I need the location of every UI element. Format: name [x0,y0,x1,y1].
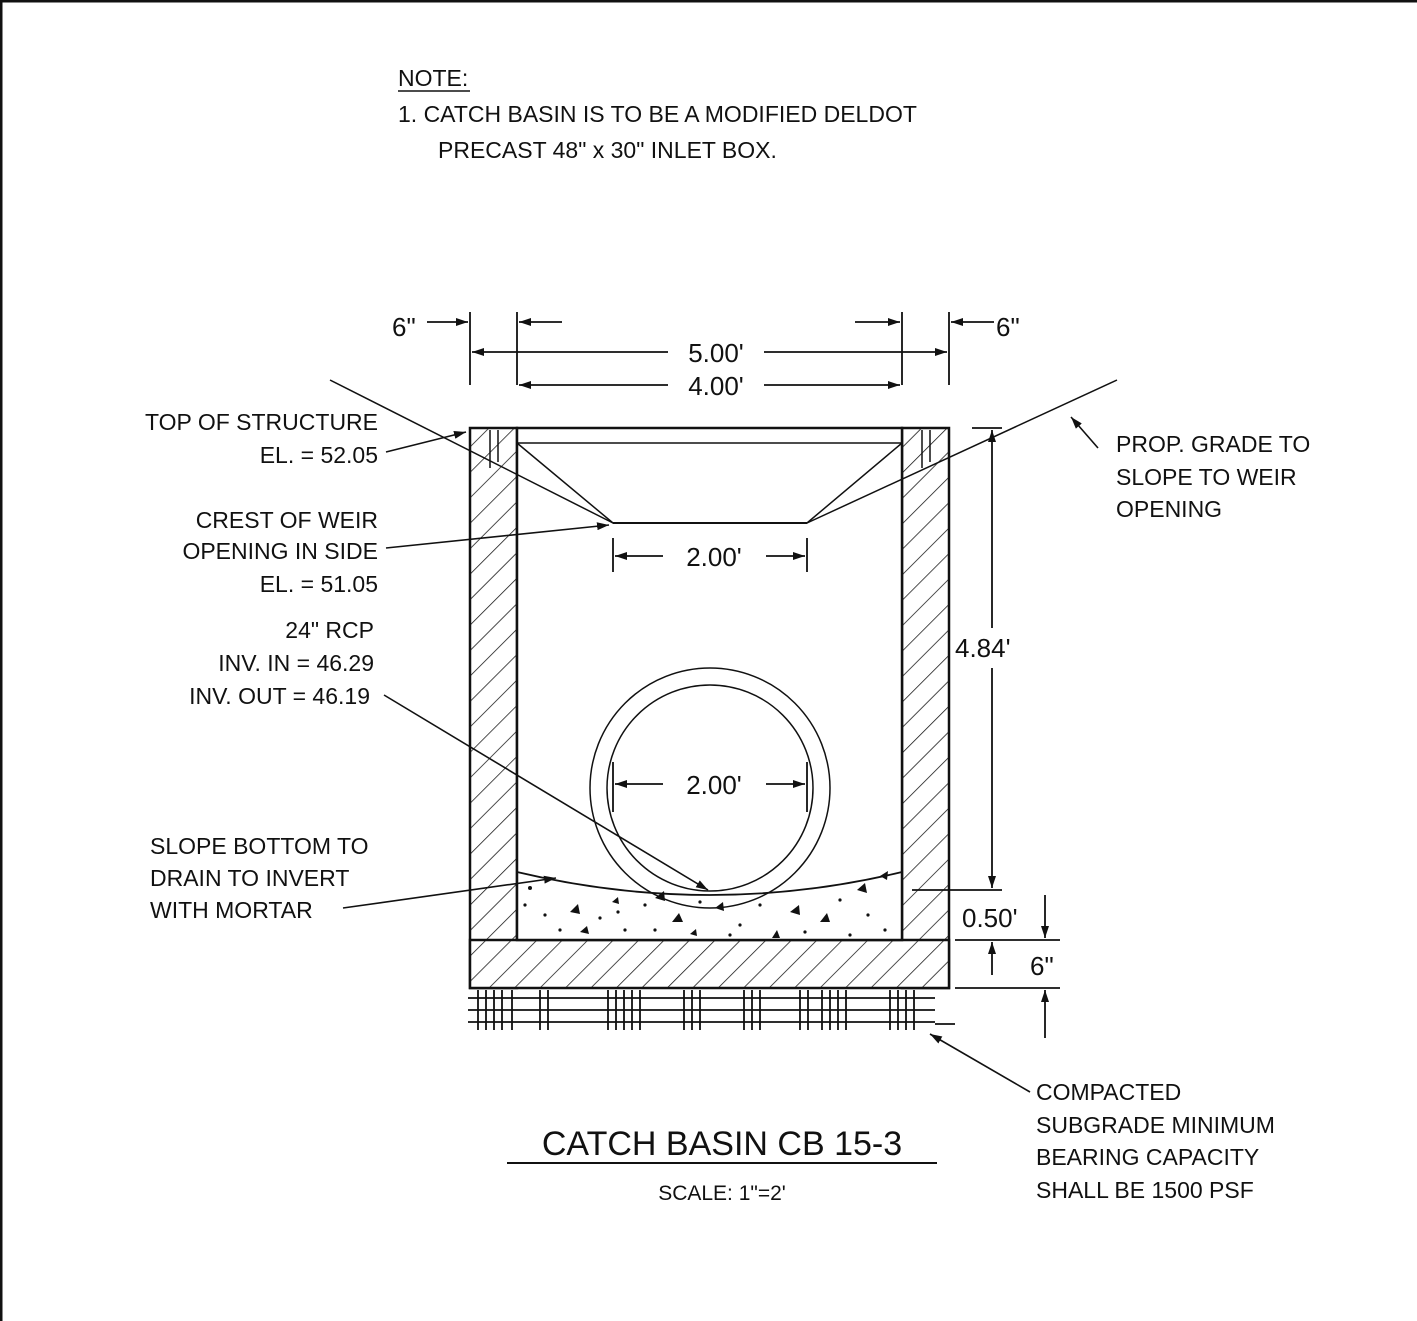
rcp-line-1: 24" RCP [285,617,374,643]
dim-outer-width: 5.00' [688,338,744,368]
dim-wall-right: 6" [996,312,1020,342]
label-crest-of-weir: CREST OF WEIR OPENING IN SIDE EL. = 51.0… [182,507,378,597]
dimension-lines [427,312,1060,1038]
weir-opening [516,442,903,524]
label-rcp-pipe: 24" RCP INV. IN = 46.29 INV. OUT = 46.19 [189,617,374,709]
proposed-grade-lines [329,379,1118,524]
dim-weir-width: 2.00' [686,542,742,572]
prop-grade-line-3: OPENING [1116,496,1222,522]
callout-leaders [342,416,1099,1093]
dimension-labels: 6" 6" 5.00' 4.00' 2.00' 2.00' 4.84' 0.50… [392,312,1054,981]
crest-weir-line-2: OPENING IN SIDE [182,538,378,564]
prop-grade-line-1: PROP. GRADE TO [1116,431,1310,457]
subgrade-line-2: SUBGRADE MINIMUM [1036,1112,1275,1138]
top-structure-line-2: EL. = 52.05 [260,442,378,468]
drawing-title: CATCH BASIN CB 15-3 [542,1125,902,1163]
basin-walls [468,426,951,990]
note-line-2: PRECAST 48" x 30" INLET BOX. [438,137,777,163]
title-block: CATCH BASIN CB 15-3 SCALE: 1"=2' [507,1125,937,1205]
note-block: NOTE: 1. CATCH BASIN IS TO BE A MODIFIED… [398,65,917,163]
slope-bottom-line-1: SLOPE BOTTOM TO [150,833,369,859]
label-slope-bottom: SLOPE BOTTOM TO DRAIN TO INVERT WITH MOR… [150,833,369,923]
label-top-of-structure: TOP OF STRUCTURE EL. = 52.05 [145,409,378,468]
top-structure-line-1: TOP OF STRUCTURE [145,409,378,435]
crest-weir-line-1: CREST OF WEIR [196,507,378,533]
label-subgrade: COMPACTED SUBGRADE MINIMUM BEARING CAPAC… [1036,1079,1275,1203]
drawing-scale: SCALE: 1"=2' [658,1182,786,1205]
mortar-fill [516,871,903,938]
dim-depth: 4.84' [955,633,1011,663]
dim-wall-left: 6" [392,312,416,342]
subgrade-line-4: SHALL BE 1500 PSF [1036,1177,1254,1203]
dim-base-thickness: 6" [1030,951,1054,981]
rcp-line-2: INV. IN = 46.29 [218,650,374,676]
note-line-1: 1. CATCH BASIN IS TO BE A MODIFIED DELDO… [398,101,917,127]
dim-pipe-diameter: 2.00' [686,770,742,800]
crest-weir-line-3: EL. = 51.05 [260,571,378,597]
dim-inner-width: 4.00' [688,371,744,401]
subgrade-symbol [468,990,955,1030]
note-heading: NOTE: [398,65,468,91]
label-prop-grade: PROP. GRADE TO SLOPE TO WEIR OPENING [1116,431,1310,522]
dim-sump: 0.50' [962,903,1018,933]
subgrade-line-1: COMPACTED [1036,1079,1181,1105]
subgrade-line-3: BEARING CAPACITY [1036,1144,1259,1170]
prop-grade-line-2: SLOPE TO WEIR [1116,464,1297,490]
slope-bottom-line-3: WITH MORTAR [150,897,313,923]
rcp-line-3: INV. OUT = 46.19 [189,683,370,709]
rcp-pipe [589,667,831,909]
slope-bottom-line-2: DRAIN TO INVERT [150,865,349,891]
